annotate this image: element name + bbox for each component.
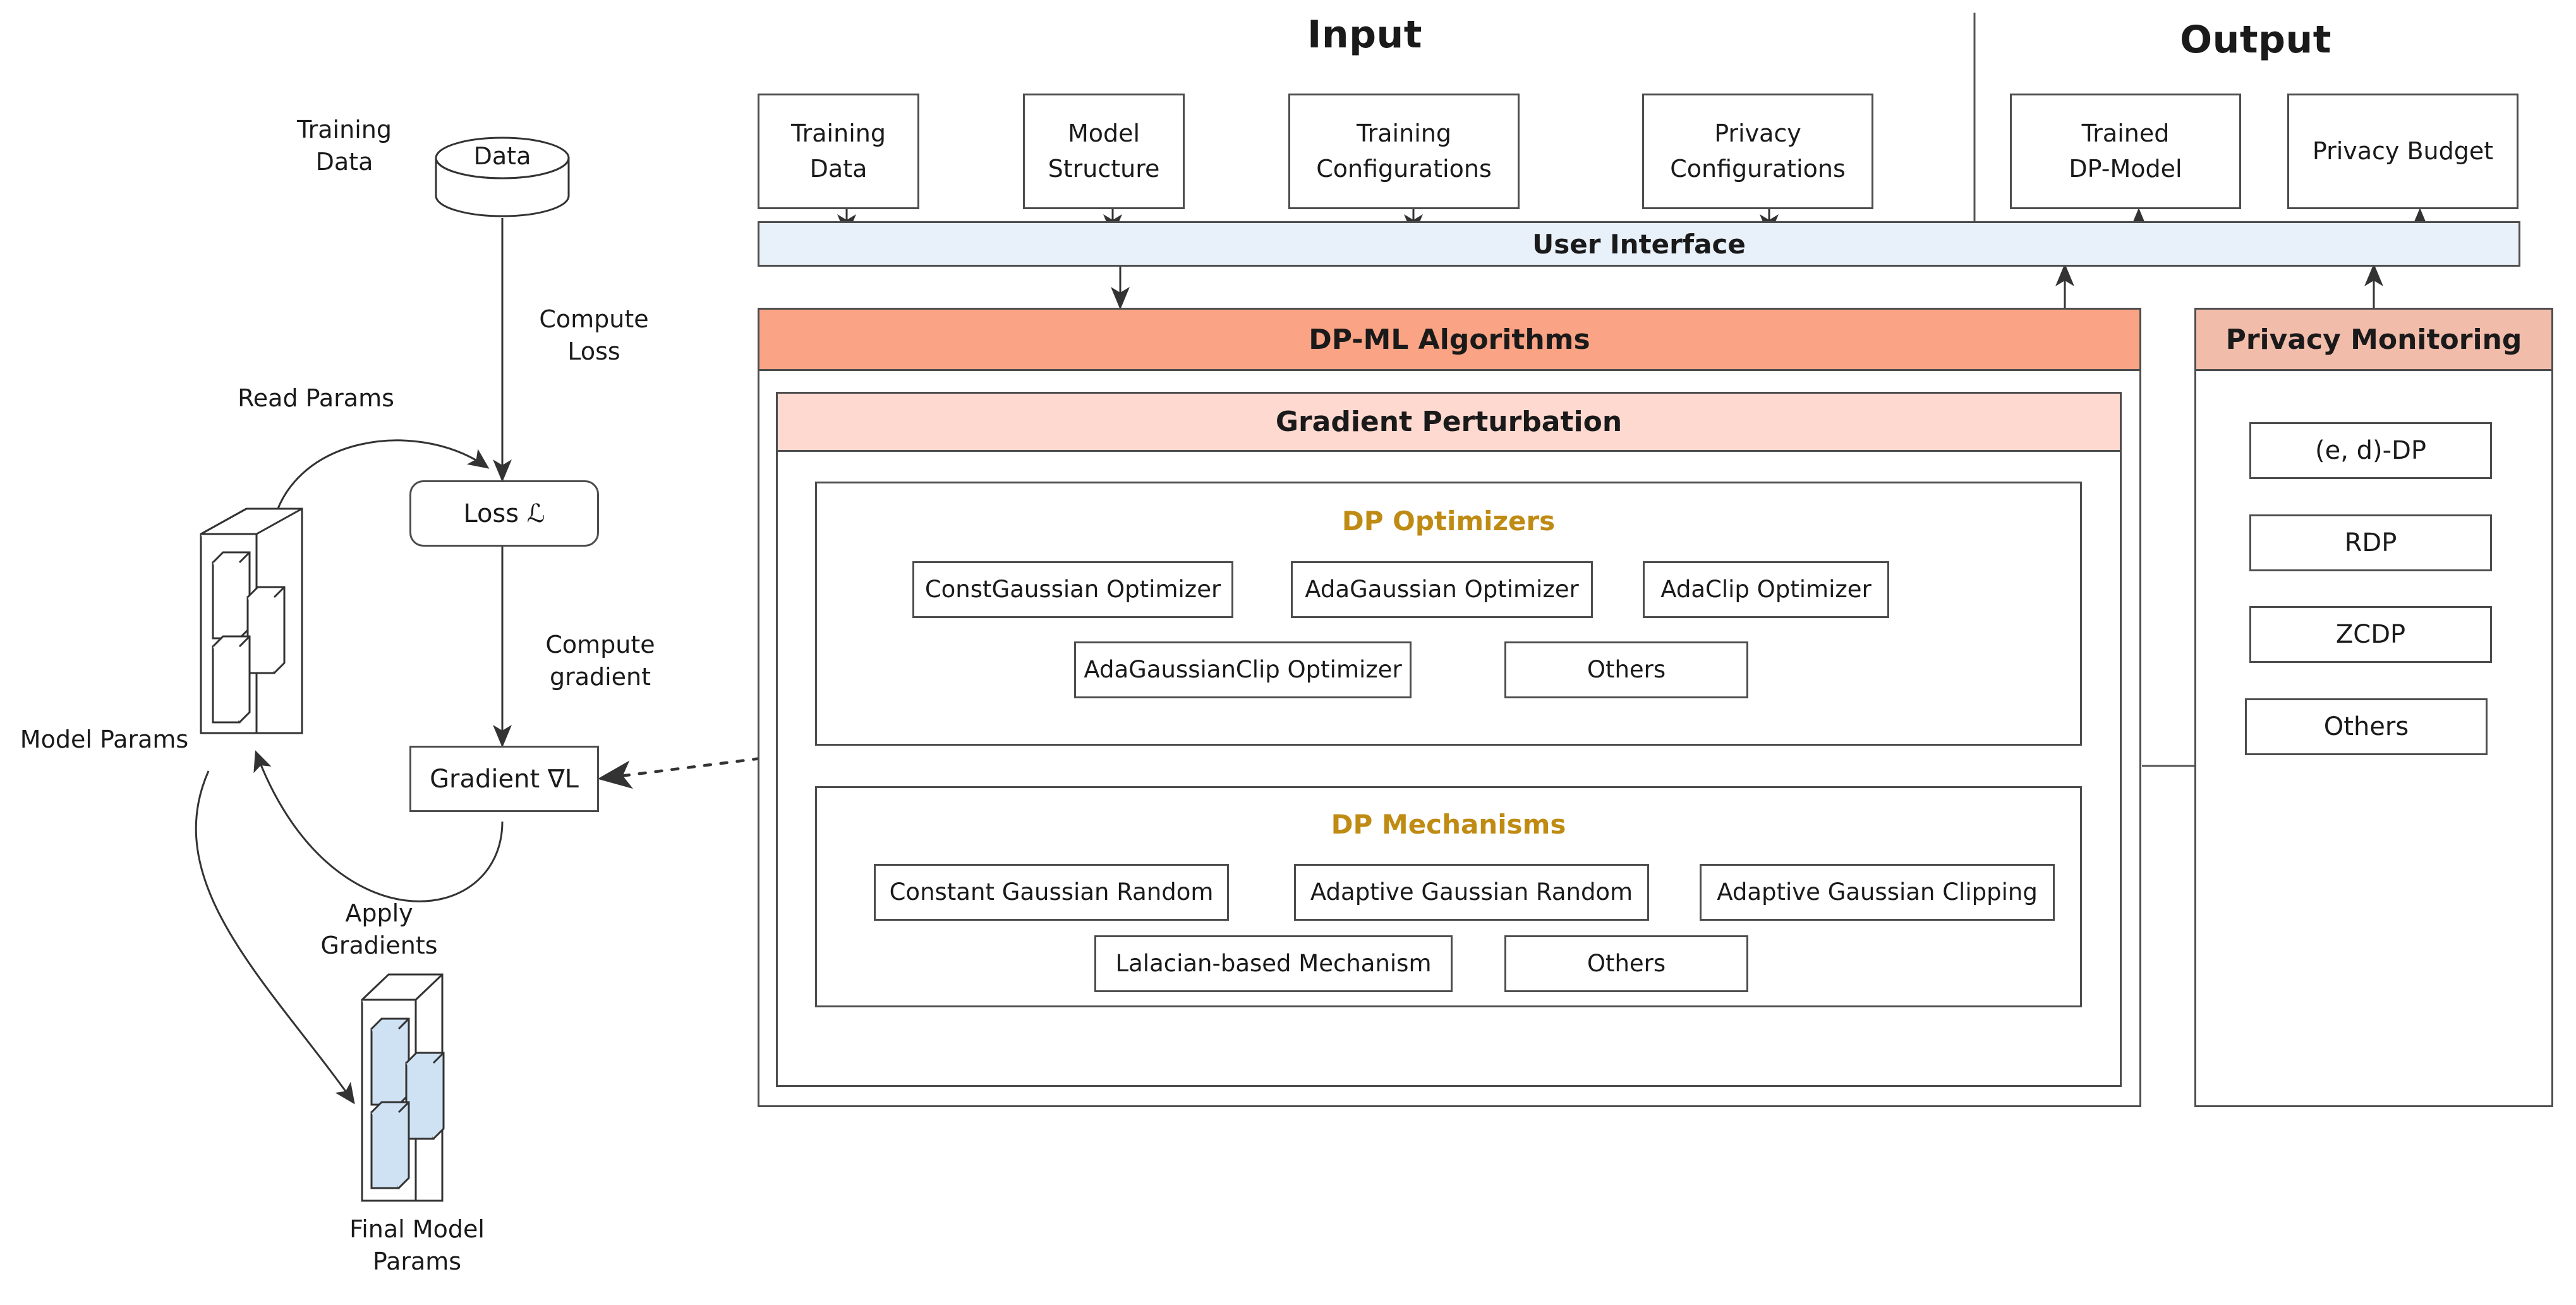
optimizer-adagaussian[interactable]: AdaGaussian Optimizer: [1291, 561, 1593, 618]
output-section-title: Output: [2180, 18, 2331, 62]
input-box-privacy-configurations-label: Privacy Configurations: [1670, 119, 1846, 183]
mechanism-constant-gaussian-random-label: Constant Gaussian Random: [889, 878, 1214, 906]
privacy-monitoring-item-rdp[interactable]: RDP: [2249, 514, 2492, 571]
mechanism-constant-gaussian-random[interactable]: Constant Gaussian Random: [874, 864, 1229, 921]
privacy-monitoring-item-rdp-label: RDP: [2344, 528, 2397, 557]
compute-gradient-label: Compute gradient: [545, 631, 655, 691]
optimizer-adaclip-label: AdaClip Optimizer: [1660, 576, 1872, 604]
optimizer-adagaussianclip[interactable]: AdaGaussianClip Optimizer: [1074, 641, 1412, 698]
input-box-model-structure-label: Model Structure: [1048, 119, 1160, 183]
output-box-trained-dp-model-label: Trained DP-Model: [2069, 119, 2182, 183]
privacy-monitoring-item-zcdp[interactable]: ZCDP: [2249, 606, 2492, 663]
output-box-privacy-budget[interactable]: Privacy Budget: [2287, 94, 2519, 209]
optimizer-others-label: Others: [1587, 656, 1666, 684]
output-box-privacy-budget-label: Privacy Budget: [2312, 137, 2494, 165]
dpml-algorithms-header-label: DP-ML Algorithms: [1309, 323, 1590, 356]
input-section-title: Input: [1307, 13, 1422, 57]
dp-optimizers-title: DP Optimizers: [1341, 506, 1556, 537]
privacy-monitoring-item-others-label: Others: [2323, 712, 2409, 741]
training-data-label: Training Data: [297, 116, 392, 176]
gradient-perturbation-header: Gradient Perturbation: [776, 392, 2122, 452]
dpml-algorithms-header: DP-ML Algorithms: [758, 308, 2141, 371]
privacy-monitoring-header-label: Privacy Monitoring: [2225, 323, 2522, 356]
apply-gradients-label: Apply Gradients: [320, 899, 438, 960]
mechanism-others[interactable]: Others: [1504, 935, 1748, 992]
input-box-training-configurations[interactable]: Training Configurations: [1288, 94, 1520, 209]
read-params-label: Read Params: [238, 384, 394, 412]
optimizer-constgaussian[interactable]: ConstGaussian Optimizer: [912, 561, 1233, 618]
input-box-training-configurations-label: Training Configurations: [1316, 119, 1492, 183]
mechanism-lalacian-based[interactable]: Lalacian-based Mechanism: [1094, 935, 1453, 992]
optimizer-constgaussian-label: ConstGaussian Optimizer: [924, 576, 1221, 604]
final-model-params-3d-icon: [361, 973, 445, 1202]
gradient-node-label: Gradient ∇L: [430, 764, 579, 794]
model-params-3d-icon: [200, 507, 303, 734]
arrow-dpml-to-gradient-dotted: [597, 755, 778, 789]
mechanism-others-label: Others: [1587, 950, 1666, 978]
final-model-params-label: Final Model Params: [349, 1215, 485, 1276]
input-box-training-data-label: Training Data: [791, 119, 886, 183]
dp-mechanisms-title: DP Mechanisms: [1331, 809, 1566, 840]
datastore-label: Data: [473, 142, 531, 170]
gradient-node: Gradient ∇L: [409, 746, 599, 812]
mechanism-adaptive-gaussian-random[interactable]: Adaptive Gaussian Random: [1294, 864, 1649, 921]
optimizer-adagaussianclip-label: AdaGaussianClip Optimizer: [1084, 656, 1402, 684]
user-interface-bar[interactable]: User Interface: [758, 221, 2520, 267]
privacy-monitoring-item-zcdp-label: ZCDP: [2335, 620, 2406, 649]
privacy-monitoring-item-ed-dp[interactable]: (e, d)-DP: [2249, 422, 2492, 479]
output-box-trained-dp-model[interactable]: Trained DP-Model: [2010, 94, 2241, 209]
input-box-privacy-configurations[interactable]: Privacy Configurations: [1642, 94, 1873, 209]
compute-loss-label: Compute Loss: [539, 305, 649, 366]
model-params-label: Model Params: [20, 725, 189, 753]
mechanism-adaptive-gaussian-clipping-label: Adaptive Gaussian Clipping: [1717, 878, 2038, 906]
mechanism-adaptive-gaussian-random-label: Adaptive Gaussian Random: [1310, 878, 1633, 906]
privacy-monitoring-header: Privacy Monitoring: [2194, 308, 2553, 371]
privacy-monitoring-item-others[interactable]: Others: [2245, 698, 2488, 755]
optimizer-adaclip[interactable]: AdaClip Optimizer: [1643, 561, 1889, 618]
user-interface-label: User Interface: [1532, 228, 1746, 260]
input-box-model-structure[interactable]: Model Structure: [1023, 94, 1185, 209]
privacy-monitoring-item-ed-dp-label: (e, d)-DP: [2315, 436, 2426, 465]
mechanism-lalacian-based-label: Lalacian-based Mechanism: [1115, 950, 1432, 978]
input-box-training-data[interactable]: Training Data: [758, 94, 919, 209]
optimizer-adagaussian-label: AdaGaussian Optimizer: [1305, 576, 1579, 604]
optimizer-others[interactable]: Others: [1504, 641, 1748, 698]
gradient-perturbation-header-label: Gradient Perturbation: [1275, 406, 1623, 438]
loss-node-label: Loss ℒ: [463, 499, 545, 528]
mechanism-adaptive-gaussian-clipping[interactable]: Adaptive Gaussian Clipping: [1700, 864, 2055, 921]
loss-node: Loss ℒ: [409, 480, 599, 547]
